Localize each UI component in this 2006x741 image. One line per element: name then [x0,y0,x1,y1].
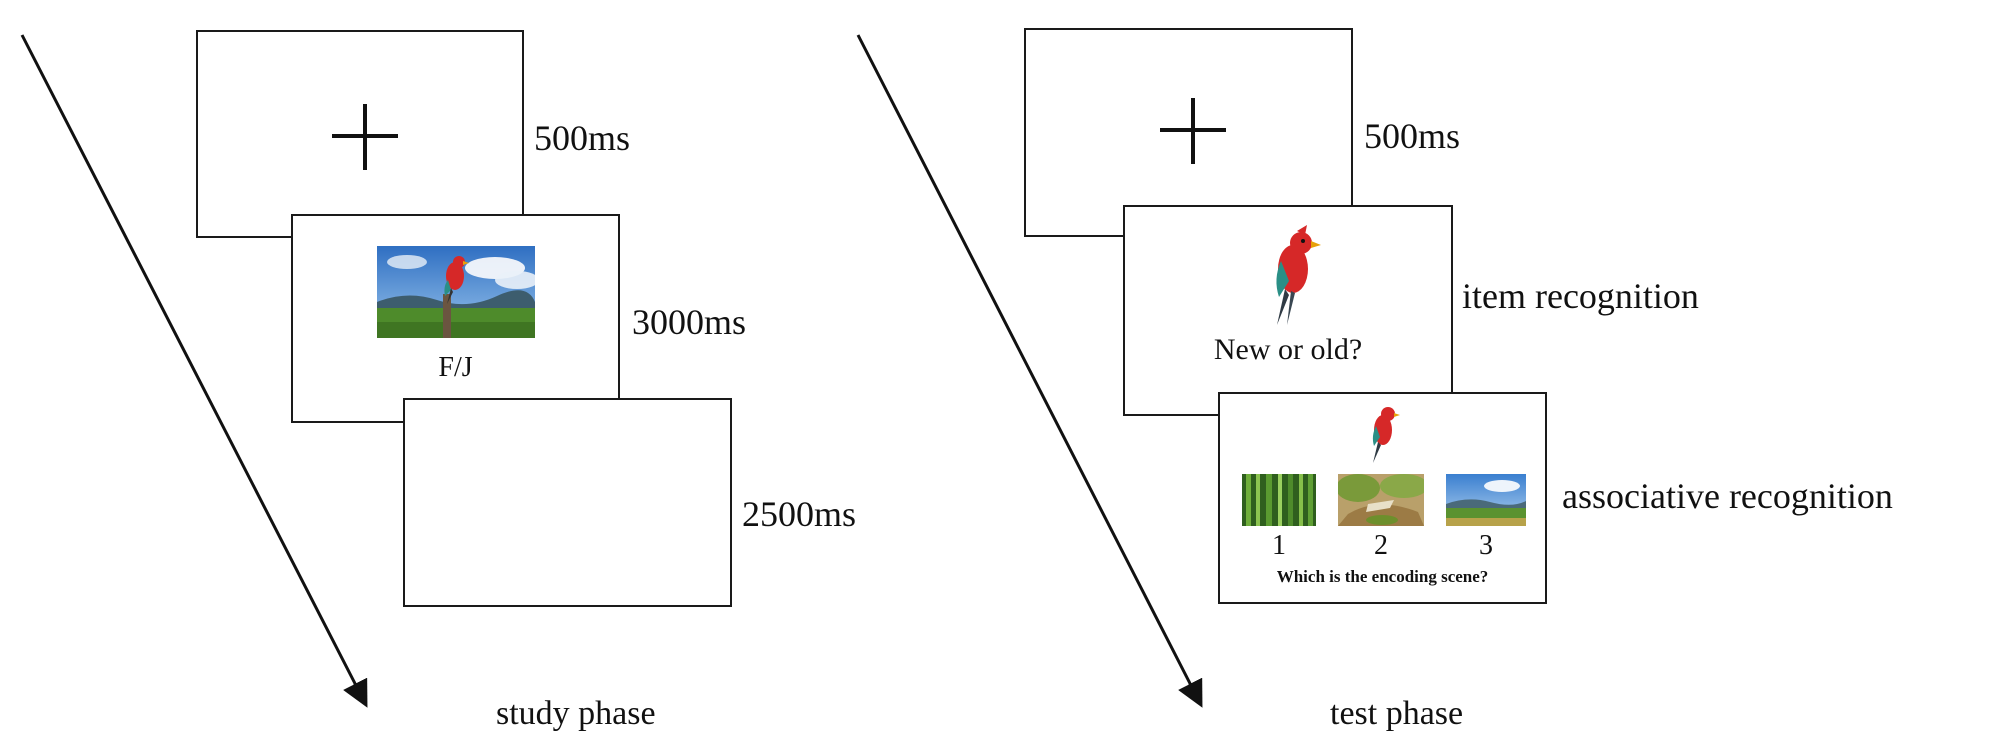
test-fixation-frame [1024,28,1353,237]
associative-recognition-frame: 1 2 3 Which is the encoding scene? [1218,392,1547,604]
associative-question: Which is the encoding scene? [1276,567,1489,586]
fixation-cross [1160,98,1226,164]
fixation-cross [332,104,398,170]
option-number-3: 3 [1479,530,1493,561]
encoding-response-keys: F/J [438,352,473,383]
scene-option-3-image[interactable] [1446,474,1526,526]
study-encoding-duration: 3000ms [632,302,747,342]
bird-icon [1267,223,1323,327]
study-blank-frame [403,398,732,607]
test-phase-label: test phase [1330,695,1464,732]
scene-option-2-image[interactable] [1338,474,1424,526]
study-time-arrow [20,34,368,708]
associative-recognition-label: associative recognition [1562,476,1893,516]
study-phase-label: study phase [496,695,656,732]
option-number-1: 1 [1272,530,1286,561]
encoding-scene-image [377,246,535,338]
option-number-2: 2 [1374,530,1388,561]
test-fixation-duration: 500ms [1364,116,1461,156]
bird-icon [1367,402,1401,464]
item-recognition-frame: New or old? [1123,205,1453,416]
item-question: New or old? [1213,333,1363,366]
study-encoding-frame: F/J [291,214,620,423]
study-fixation-duration: 500ms [534,118,631,158]
scene-option-1-image[interactable] [1242,474,1316,526]
item-recognition-label: item recognition [1462,276,1699,316]
test-time-arrow [856,34,1203,708]
study-blank-duration: 2500ms [742,494,857,534]
study-fixation-frame [196,30,524,238]
